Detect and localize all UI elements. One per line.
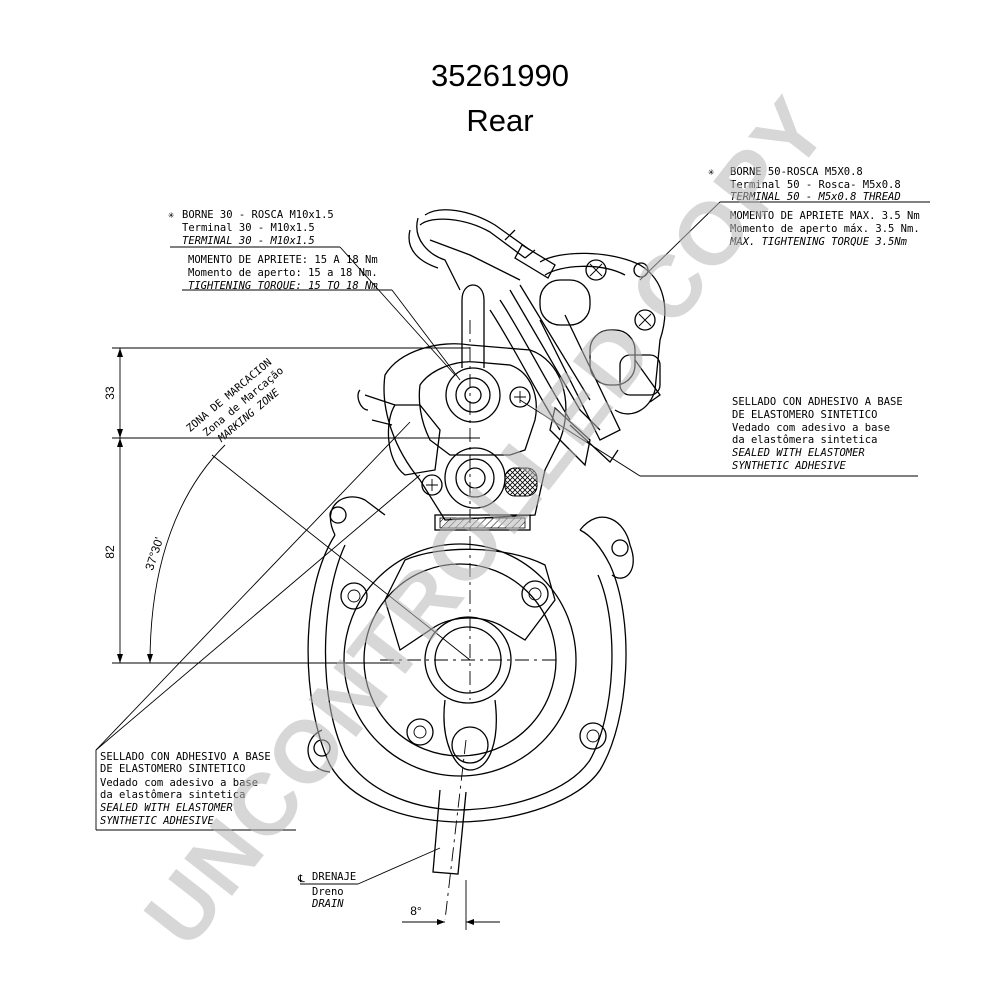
drain-symbol: ℄ bbox=[297, 873, 305, 885]
terminal50-line-pt: Terminal 50 - Rosca- M5x0.8 bbox=[730, 179, 901, 191]
note-sealed-right: SELLADO CON ADHESIVO A BASE DE ELASTOMER… bbox=[732, 396, 903, 472]
dimension-drain-angle: 8° bbox=[410, 904, 422, 918]
sealed-right-line-2: DE ELASTOMERO SINTETICO bbox=[732, 409, 877, 421]
torque30-line-es: MOMENTO DE APRIETE: 15 A 18 Nm bbox=[188, 254, 378, 266]
torque30-line-en: TIGHTENING TORQUE: 15 TO 18 Nm bbox=[188, 280, 378, 292]
dimension-33: 33 bbox=[103, 386, 117, 400]
terminal30-symbol: ✳ bbox=[168, 209, 175, 221]
dimension-angle: 37°30' bbox=[142, 536, 166, 572]
terminal30-line-es: BORNE 30 - ROSCA M10x1.5 bbox=[182, 209, 334, 221]
drain-line-en: DRAIN bbox=[311, 898, 344, 910]
sealed-left-line-5: SEALED WITH ELASTOMER bbox=[100, 802, 233, 814]
note-sealed-left: SELLADO CON ADHESIVO A BASE DE ELASTOMER… bbox=[100, 751, 271, 827]
drain-tube bbox=[432, 739, 467, 930]
note-marking-zone: ZONA DE MARCACION Zona de Marcação MARKI… bbox=[184, 356, 286, 445]
sealed-left-line-2: DE ELASTOMERO SINTETICO bbox=[100, 763, 245, 775]
drain-line-es: DRENAJE bbox=[312, 871, 356, 883]
note-torque-30: MOMENTO DE APRIETE: 15 A 18 Nm Momento d… bbox=[188, 254, 378, 292]
torque50-line-pt: Momento de aperto máx. 3.5 Nm. bbox=[730, 223, 920, 235]
sealed-left-line-1: SELLADO CON ADHESIVO A BASE bbox=[100, 751, 271, 763]
terminal50-line-es: BORNE 50-ROSCA M5X0.8 bbox=[730, 166, 863, 178]
sealed-right-line-4: da elastômera sintetica bbox=[732, 434, 877, 446]
view-subtitle: Rear bbox=[466, 103, 534, 138]
sealed-left-line-4: da elastômera sintetica bbox=[100, 789, 245, 801]
terminal30-line-pt: Terminal 30 - M10x1.5 bbox=[182, 222, 315, 234]
drain-line-pt: Dreno bbox=[312, 886, 344, 898]
torque30-line-pt: Momento de aperto: 15 a 18 Nm. bbox=[188, 267, 378, 279]
marking-zone-line-es: ZONA DE MARCACION bbox=[184, 356, 274, 434]
leader-lines bbox=[95, 201, 930, 885]
sealed-right-line-1: SELLADO CON ADHESIVO A BASE bbox=[732, 396, 903, 408]
solenoid-assembly bbox=[357, 284, 567, 531]
torque50-line-en: MAX. TIGHTENING TORQUE 3.5Nm bbox=[729, 236, 908, 248]
sealed-left-line-3: Vedado com adesivo a base bbox=[100, 777, 258, 789]
note-drain: ℄ DRENAJE Dreno DRAIN bbox=[297, 871, 356, 910]
part-number-title: 35261990 bbox=[431, 58, 569, 93]
sealed-left-line-6: SYNTHETIC ADHESIVE bbox=[100, 815, 214, 827]
sealed-right-line-3: Vedado com adesivo a base bbox=[732, 422, 890, 434]
sealed-right-line-6: SYNTHETIC ADHESIVE bbox=[732, 460, 846, 472]
terminal30-line-en: TERMINAL 30 - M10x1.5 bbox=[182, 235, 315, 247]
dimension-82: 82 bbox=[103, 545, 117, 559]
note-terminal-50: ✳ BORNE 50-ROSCA M5X0.8 Terminal 50 - Ro… bbox=[708, 166, 901, 203]
sealed-right-line-5: SEALED WITH ELASTOMER bbox=[732, 447, 865, 459]
note-torque-50: MOMENTO DE APRIETE MAX. 3.5 Nm Momento d… bbox=[729, 210, 920, 248]
note-terminal-30: ✳ BORNE 30 - ROSCA M10x1.5 Terminal 30 -… bbox=[168, 209, 334, 247]
dimension-lines bbox=[112, 347, 500, 925]
terminal50-symbol: ✳ bbox=[708, 166, 715, 178]
torque50-line-es: MOMENTO DE APRIETE MAX. 3.5 Nm bbox=[730, 210, 920, 222]
wiring-harness bbox=[408, 209, 666, 467]
terminal50-line-en: TERMINAL 50 - M5x0.8 THREAD bbox=[730, 191, 901, 203]
